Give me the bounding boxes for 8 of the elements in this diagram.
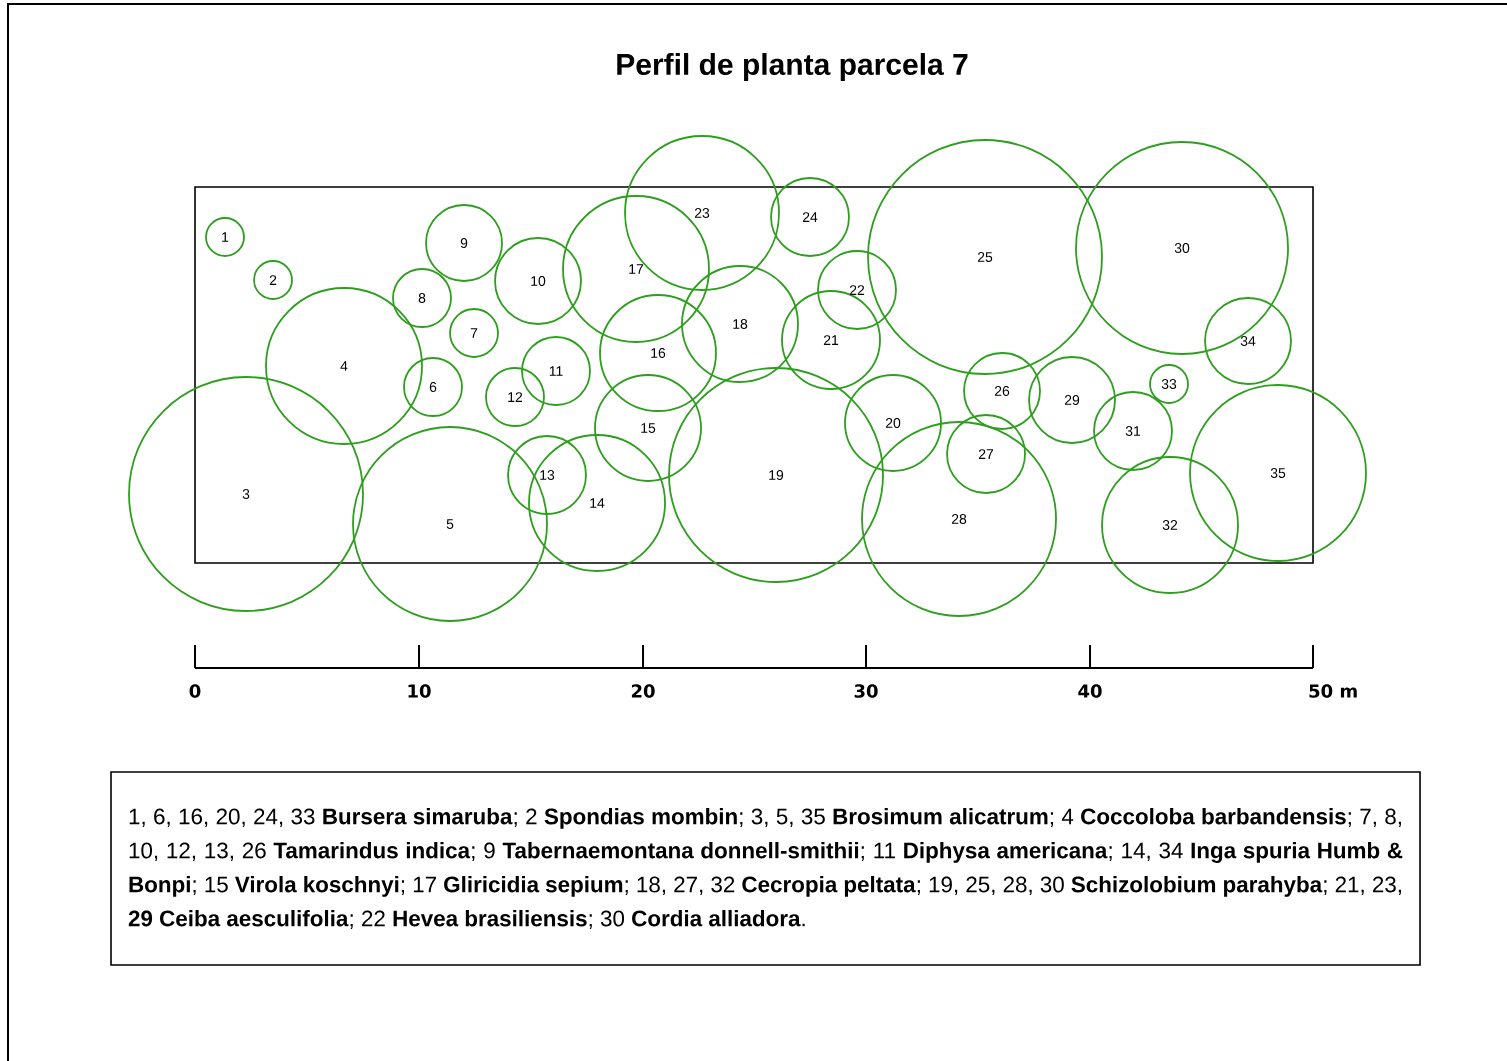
- scale-label: 0: [189, 684, 201, 698]
- scale-label: 20: [631, 684, 655, 698]
- scale-label: 40: [1078, 684, 1102, 698]
- scale-label: 10: [408, 684, 431, 698]
- scale-label: 50 m: [1309, 684, 1357, 698]
- species-legend: 1, 6, 16, 20, 24, 33 Bursera simaruba; 2 Spondias mombin; 3, 5, 35 Brosimum alicatrum; 4 Coccoloba barbandensis; 7, 8, 10, 12, 13, 26 Tamarindus indica; 9 Tabernaemontana donnell-smithii; 11 Diphysa americana; 14, 34 Inga spuria Humb & Bonpi; 15 Virola koschnyi; 17 Gliricidia sepium; 18, 27, 32 Cecropia peltata; 19, 25, 28, 30 Schizolobium parahyba; 21, 23, 29 Ceiba aesculifolia; 22 Hevea brasiliensis; 30 Cordia alliadora.: [110, 771, 1421, 966]
- scale-label: 30: [854, 684, 878, 698]
- title: Perfil de planta parcela 7: [617, 53, 968, 81]
